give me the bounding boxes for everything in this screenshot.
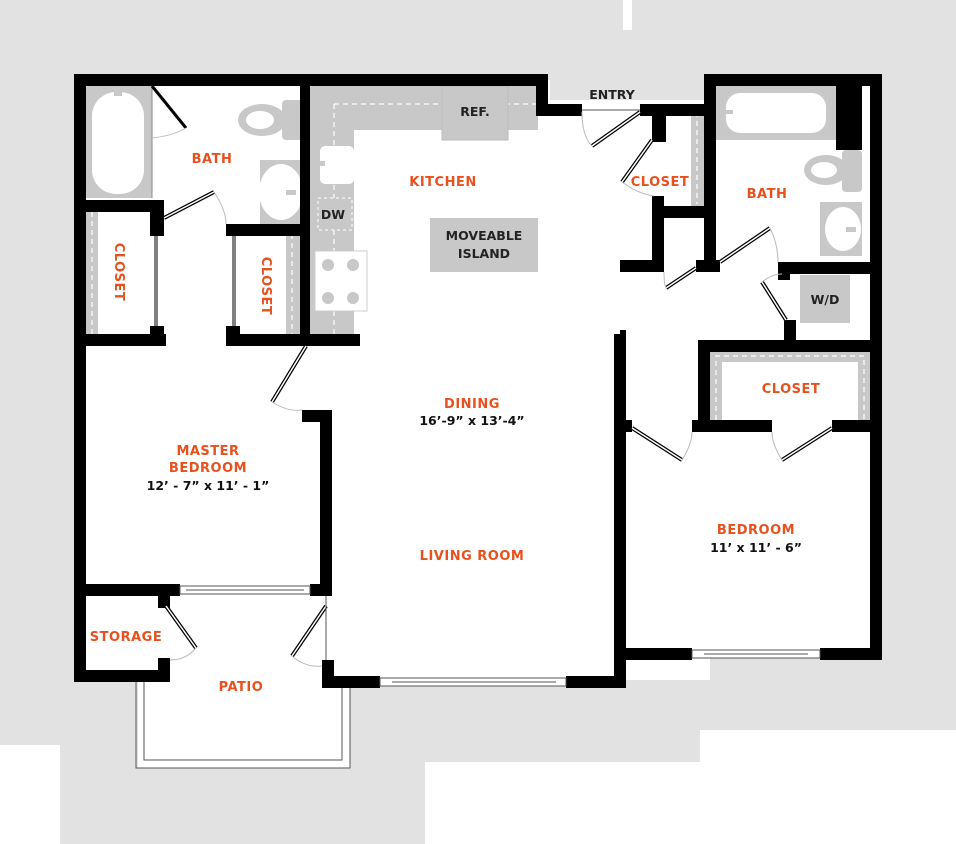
closet-shelf-right [286, 232, 300, 336]
island-label-1: MOVEABLE [446, 228, 523, 243]
windows [179, 585, 821, 687]
room-label-bedroom: BEDROOM [717, 523, 795, 538]
second-toilet [804, 150, 862, 192]
washer-dryer-label: W/D [811, 292, 840, 307]
bedroom-dimensions: 11’ x 11’ - 6” [710, 540, 802, 555]
room-label-patio: PATIO [219, 680, 264, 695]
dining-dimensions: 16’-9” x 13’-4” [419, 413, 524, 428]
island-label-2: ISLAND [458, 246, 510, 261]
refrigerator-label: REF. [460, 104, 490, 119]
walls [74, 74, 882, 688]
dishwasher-label: DW [321, 207, 345, 222]
room-label-master-closet-left: CLOSET [111, 243, 126, 302]
moveable-island [430, 218, 538, 272]
kitchen-sink [320, 146, 354, 184]
interior-floor [80, 80, 875, 768]
doors [154, 109, 834, 667]
room-label-dining: DINING [444, 397, 500, 412]
bathtub-basin [92, 92, 144, 194]
master-bedroom-dimensions: 12’ - 7” x 11’ - 1” [147, 478, 270, 493]
room-label-bedroom-closet: CLOSET [762, 382, 821, 397]
room-label-living-room: LIVING ROOM [420, 549, 525, 564]
room-label-master-closet-right: CLOSET [258, 257, 273, 316]
bedroom-closet-shelf [710, 350, 870, 420]
room-label-entry: ENTRY [589, 87, 635, 102]
room-label-master-bedroom: MASTER [176, 444, 239, 459]
room-label-storage: STORAGE [90, 630, 162, 645]
second-sink [820, 202, 862, 256]
room-label-second-bath: BATH [747, 187, 788, 202]
dishwasher [317, 197, 353, 231]
master-sink [259, 160, 304, 224]
closet-shelf-left [86, 210, 98, 336]
patio-railing-inner [143, 682, 343, 761]
room-label-entry-closet: CLOSET [631, 175, 690, 190]
room-label-master-bedroom-2: BEDROOM [169, 461, 247, 476]
washer-dryer [800, 275, 850, 323]
patio-railing-outer [135, 682, 351, 769]
room-label-master-bath: BATH [192, 152, 233, 167]
master-toilet [238, 100, 304, 140]
cooktop [314, 250, 368, 312]
room-label-kitchen: KITCHEN [409, 175, 476, 190]
